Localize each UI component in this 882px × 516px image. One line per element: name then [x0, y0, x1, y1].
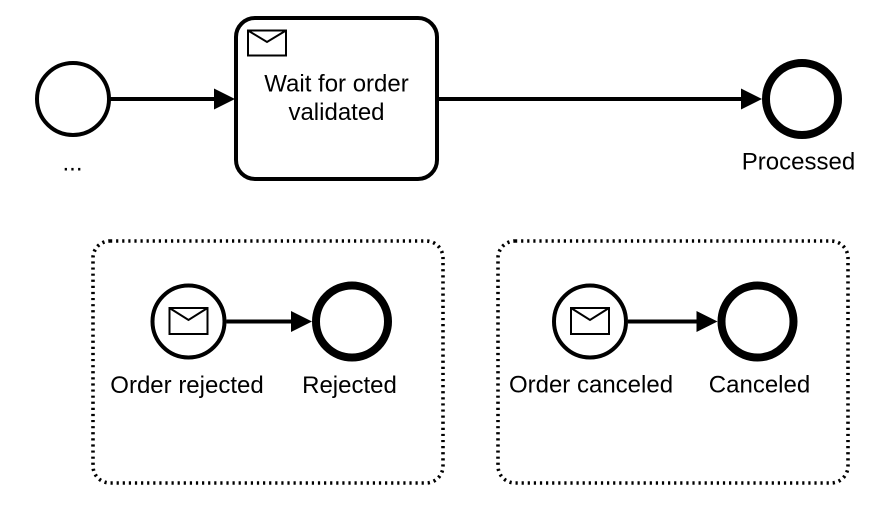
- message-start-event-order-canceled-label: Order canceled: [509, 372, 673, 399]
- end-event-rejected[interactable]: [312, 281, 392, 362]
- sequence-flow-to-end[interactable]: [437, 88, 762, 110]
- arrowhead-icon: [291, 311, 312, 332]
- message-icon: [168, 307, 209, 335]
- sequence-flow-canceled[interactable]: [628, 311, 718, 332]
- arrowhead-icon: [741, 88, 762, 110]
- start-event[interactable]: [35, 61, 111, 137]
- end-event-canceled[interactable]: [717, 281, 798, 362]
- sequence-flow-to-task[interactable]: [110, 88, 235, 110]
- end-event-processed-label: Processed: [742, 149, 855, 176]
- receive-task-label-line1: Wait for order: [264, 71, 408, 98]
- end-event-rejected-label: Rejected: [302, 372, 397, 399]
- message-start-event-order-rejected[interactable]: [150, 283, 227, 360]
- sequence-flow-rejected[interactable]: [226, 311, 313, 332]
- message-icon: [247, 29, 287, 57]
- end-event-processed[interactable]: [762, 59, 842, 139]
- event-subprocess-canceled[interactable]: [496, 239, 850, 485]
- message-icon: [570, 307, 610, 335]
- receive-task[interactable]: Wait for order validated: [234, 16, 439, 181]
- arrowhead-icon: [214, 88, 235, 110]
- message-start-event-order-rejected-label: Order rejected: [110, 372, 263, 399]
- receive-task-label-line2: validated: [288, 99, 384, 126]
- arrowhead-icon: [696, 311, 718, 332]
- message-start-event-order-canceled[interactable]: [552, 283, 628, 360]
- end-event-canceled-label: Canceled: [709, 372, 810, 399]
- start-event-label: ...: [62, 150, 82, 177]
- event-subprocess-rejected[interactable]: [91, 239, 445, 485]
